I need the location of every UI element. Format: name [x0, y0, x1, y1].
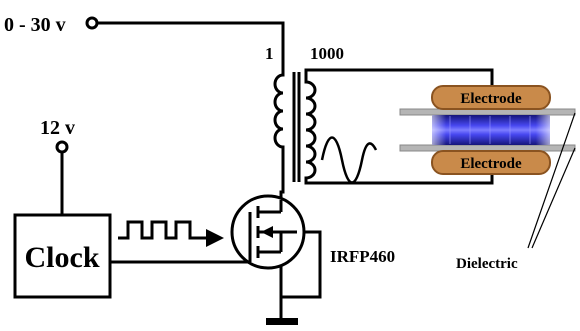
electrode-bottom-label: Electrode — [460, 156, 522, 172]
electrode-top-label: Electrode — [460, 91, 522, 107]
supply-voltage-label: 0 - 30 v — [4, 14, 66, 36]
clock-box — [13, 213, 112, 299]
square-wave-icon — [118, 220, 208, 240]
drain-wire — [279, 148, 285, 202]
ground-icon — [266, 318, 298, 325]
arrow-icon — [206, 229, 224, 247]
supply-terminal-icon — [85, 16, 99, 30]
body-loop-wire — [279, 230, 322, 299]
mosfet-icon — [230, 194, 306, 270]
mosfet-label: IRFP460 — [330, 247, 395, 266]
electrode-top — [431, 85, 551, 110]
clock-label: Clock — [25, 241, 100, 274]
wires — [60, 21, 494, 320]
sine-wave-icon — [320, 136, 378, 184]
plasma-reactor: Electrode Electrode — [399, 85, 576, 175]
transformer-icon — [273, 70, 317, 183]
secondary-turns-label: 1000 — [310, 44, 344, 63]
secondary-top-wire — [304, 68, 494, 94]
supply-wire — [95, 21, 285, 77]
dielectric-pointers — [527, 112, 576, 249]
logic-voltage-label: 12 v — [40, 117, 75, 139]
dielectric-label: Dielectric — [456, 256, 518, 272]
primary-turns-label: 1 — [265, 44, 274, 63]
logic-terminal-icon — [55, 140, 69, 154]
electrode-bottom — [431, 150, 551, 175]
